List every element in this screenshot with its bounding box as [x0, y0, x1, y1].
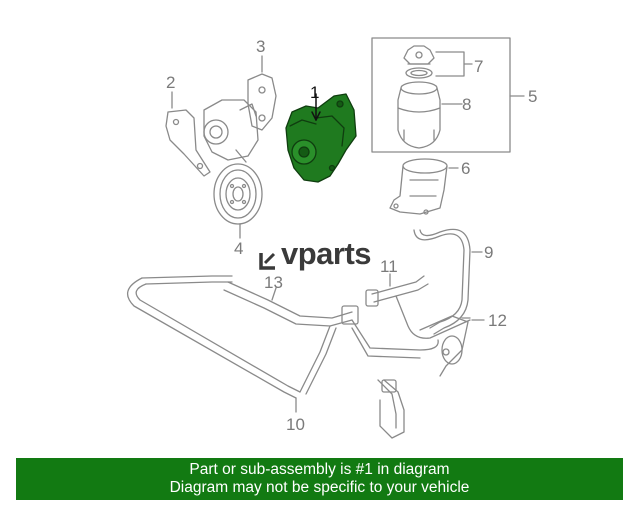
callout-8[interactable]: 8: [462, 95, 471, 114]
reservoir-body: [397, 81, 441, 149]
reservoir-group-box: [371, 37, 511, 153]
callout-4[interactable]: 4: [234, 239, 243, 258]
pressure-line: [365, 275, 471, 339]
reservoir-cap: [403, 45, 435, 65]
hose-assembly: [419, 315, 471, 377]
power-steering-pump-highlight[interactable]: [285, 93, 357, 183]
pump-assembly-reference: [203, 99, 259, 163]
cap-seal: [405, 67, 433, 79]
reservoir-hose: [413, 229, 465, 329]
callout-2[interactable]: 2: [166, 73, 175, 92]
pulley: [213, 163, 263, 225]
callout-13-leader: [271, 287, 277, 301]
callout-7[interactable]: 7: [474, 57, 483, 76]
banner-line-1: Part or sub-assembly is #1 in diagram: [189, 461, 450, 478]
watermark-text: vparts: [281, 236, 372, 271]
callout-5[interactable]: 5: [528, 87, 537, 106]
info-banner: Part or sub-assembly is #1 in diagram Di…: [16, 458, 623, 500]
callout-3[interactable]: 3: [256, 37, 265, 56]
watermark: vparts: [258, 236, 372, 272]
callout-7-leader: [435, 51, 473, 77]
return-hose: [223, 281, 439, 395]
callout-13[interactable]: 13: [264, 273, 283, 292]
pump-bracket: [165, 109, 211, 177]
callout-9[interactable]: 9: [484, 243, 493, 262]
callout-6[interactable]: 6: [461, 159, 470, 178]
reservoir-bracket: [389, 158, 448, 215]
callout-11[interactable]: 11: [380, 257, 398, 276]
upper-bracket: [247, 73, 277, 131]
cooler-line: [126, 275, 405, 439]
callout-12[interactable]: 12: [488, 311, 507, 330]
callout-10[interactable]: 10: [286, 415, 305, 434]
ev-logo-icon: [258, 243, 278, 270]
callout-1[interactable]: 1: [310, 83, 319, 102]
banner-line-2: Diagram may not be specific to your vehi…: [169, 479, 470, 496]
